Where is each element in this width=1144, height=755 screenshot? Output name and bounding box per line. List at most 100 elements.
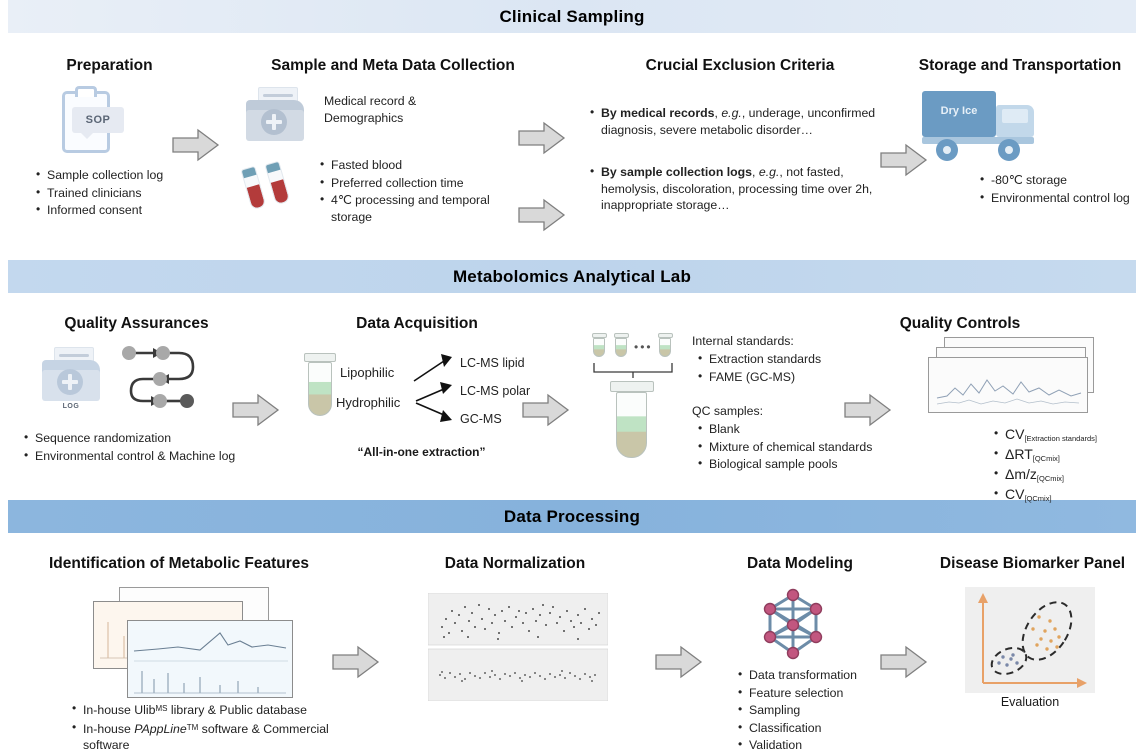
qc-samples-title: QC samples: — [692, 404, 764, 418]
qc-metrics-list: CV[Extraction standards] ΔRT[QCmix] Δm/z… — [992, 426, 1144, 507]
step-title: Disease Biomarker Panel — [939, 555, 1126, 572]
metric-name: CV — [1005, 486, 1025, 502]
bullet-pre: In-house Ulib — [83, 703, 156, 717]
step-title: Data Normalization — [444, 555, 586, 572]
phase-lipophilic-label: Lipophilic — [340, 365, 395, 380]
storage-bullets: -80℃ storage Environmental control log — [978, 171, 1144, 207]
sop-clipboard-icon: SOP — [58, 85, 124, 155]
metric-sub: [QCmix] — [1032, 454, 1060, 463]
list-item: CV[QCmix] — [992, 486, 1144, 506]
section-clinical-sampling: Preparation SOP Sample collection log Tr… — [0, 33, 1144, 260]
metric-sub: [QCmix] — [1024, 494, 1052, 503]
list-item: 4℃ processing and temporal storage — [318, 191, 533, 225]
list-item: Classification — [736, 719, 916, 737]
exclusion-criteria-list: By medical records, e.g., underage, unco… — [588, 104, 900, 215]
list-item: Environmental control log — [978, 189, 1144, 207]
extraction-tube-icon — [304, 353, 338, 435]
qc-tube-pool-icon: ••• — [590, 333, 678, 483]
step-data-modeling: Data Modeling Data transformation Featur… — [700, 555, 900, 752]
blood-tubes-icon — [240, 157, 306, 213]
step-sample-meta-data-collection: Sample and Meta Data Collection Medical … — [218, 57, 568, 224]
list-item: Fasted blood — [318, 156, 533, 174]
biomarker-scatter-icon — [965, 587, 1095, 698]
list-item: Δm/z[QCmix] — [992, 466, 1144, 486]
list-item: CV[Extraction standards] — [992, 426, 1144, 446]
data-modeling-bullets: Data transformation Feature selection Sa… — [736, 666, 916, 755]
bullet-pre: In-house — [83, 721, 135, 736]
step-storage-transportation: Storage and Transportation Dry Ice -80℃ … — [900, 57, 1140, 205]
list-item: Feature selection — [736, 684, 916, 702]
criteria-rest: , underage, unconfirmed diagnosis, sever… — [601, 106, 876, 137]
medical-record-folder-icon — [246, 87, 306, 143]
flow-arrow-icon — [232, 393, 280, 427]
identification-bullets: In-house UlibMS library & Public databas… — [70, 700, 330, 755]
section-title: Clinical Sampling — [499, 6, 645, 26]
metric-sub: [Extraction standards] — [1024, 434, 1097, 443]
step-title: Identification of Metabolic Features — [48, 555, 310, 572]
dry-ice-truck-icon: Dry Ice — [922, 87, 1042, 161]
dry-ice-label: Dry Ice — [940, 105, 978, 117]
list-item: Data transformation — [736, 666, 916, 684]
flow-arrow-icon — [518, 198, 566, 232]
sop-label: SOP — [72, 107, 124, 139]
step-title: Crucial Exclusion Criteria — [645, 57, 835, 74]
log-label: LOG — [62, 403, 80, 410]
flow-arrow-icon — [655, 645, 703, 679]
step-data-normalization: Data Normalization — [400, 555, 630, 702]
flow-arrow-icon — [518, 121, 566, 155]
metric-name: ΔRT — [1005, 446, 1033, 462]
list-item: Validation — [736, 736, 916, 754]
criteria-eg: e.g. — [721, 106, 742, 120]
medical-record-text: Medical record & Demographics — [324, 94, 417, 125]
metric-name: Δm/z — [1005, 466, 1037, 482]
list-item: -80℃ storage — [978, 171, 1144, 189]
step-preparation: Preparation SOP Sample collection log Tr… — [22, 57, 197, 217]
list-item: Sample collection log — [34, 166, 204, 184]
list-item: Extraction standards — [696, 350, 896, 368]
criteria-bold: By medical records — [601, 106, 715, 120]
phase-hydrophilic-label: Hydrophilic — [336, 395, 401, 410]
section-title: Metabolomics Analytical Lab — [452, 266, 692, 286]
flow-arrow-icon — [880, 143, 928, 177]
metric-name: CV — [1005, 426, 1025, 442]
step-quality-assurances: Quality Assurances LOG — [14, 315, 259, 463]
randomization-flow-icon — [122, 346, 195, 408]
pooling-bracket-icon — [593, 363, 673, 378]
list-item: Preferred collection time — [318, 174, 533, 192]
biomarker-caption: Evaluation — [1000, 695, 1060, 709]
internal-standards-list: Extraction standards FAME (GC-MS) — [696, 350, 896, 386]
criteria-eg: e.g. — [758, 165, 780, 179]
flow-arrow-icon — [880, 645, 928, 679]
spectra-stack-icon — [79, 587, 299, 698]
normalization-scatter-icon — [427, 592, 609, 702]
list-item: Sequence randomization — [22, 429, 267, 447]
list-item: Environmental control & Machine log — [22, 447, 267, 465]
list-item: ΔRT[QCmix] — [992, 446, 1144, 466]
step-title: Data Modeling — [747, 555, 853, 572]
step-crucial-exclusion-criteria: Crucial Exclusion Criteria By medical re… — [580, 57, 900, 212]
section-band-clinical-sampling: Clinical Sampling — [8, 0, 1136, 33]
step-title: Preparation — [66, 57, 153, 74]
network-graph-icon — [748, 587, 838, 672]
list-item: Trained clinicians — [34, 184, 204, 202]
output-lcms-polar: LC-MS polar — [460, 384, 531, 398]
list-item: Informed consent — [34, 201, 204, 219]
list-item: FAME (GC-MS) — [696, 368, 896, 386]
flow-arrow-icon — [844, 393, 892, 427]
list-item: Sampling — [736, 701, 916, 719]
section-metabolomics-lab: Quality Assurances LOG — [0, 293, 1144, 503]
list-item: By sample collection logs, e.g., not fas… — [588, 163, 900, 214]
step-data-acquisition: Data Acquisition Lipophilic Hydrophilic … — [292, 315, 542, 459]
list-item: Blank — [696, 420, 916, 438]
step-title: Data Acquisition — [356, 315, 478, 332]
quality-assurance-bullets: Sequence randomization Environmental con… — [22, 429, 267, 465]
preparation-bullets: Sample collection log Trained clinicians… — [34, 166, 204, 220]
step-title: Sample and Meta Data Collection — [271, 57, 515, 74]
section-band-data-processing: Data Processing — [8, 500, 1136, 533]
ellipsis-label: ••• — [634, 340, 653, 354]
section-title: Data Processing — [503, 506, 641, 526]
internal-standards-title: Internal standards: — [692, 334, 794, 348]
qc-chromatogram-stack-icon — [928, 337, 1128, 417]
bullet-sup: MS — [155, 704, 168, 713]
flow-arrow-icon — [332, 645, 380, 679]
